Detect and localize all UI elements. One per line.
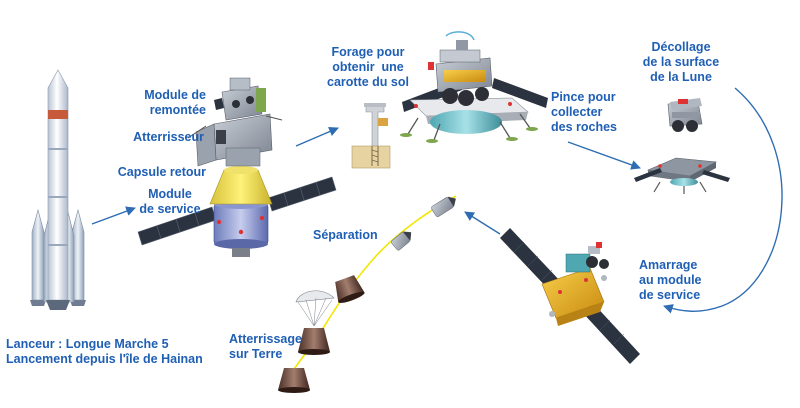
lander-panel-right (492, 78, 548, 108)
return-capsule-shroud (209, 166, 273, 205)
label-drilling: Forage pour obtenir une carotte du sol (327, 45, 409, 89)
label-lander: Atterrisseur (133, 130, 204, 144)
return-trajectory (278, 195, 457, 393)
arrow-stack-to-drill (295, 126, 339, 147)
label-claw: Pince pour collecter des roches (551, 90, 618, 134)
capsule-reentry (335, 275, 365, 303)
label-service-module: Module de service (139, 187, 201, 216)
lander-frame (187, 113, 283, 167)
capsule-landed (278, 368, 310, 393)
label-ascent-module: Module de remontée (144, 88, 206, 117)
rocket-flag-band (48, 110, 68, 119)
spacecraft-stack (137, 77, 337, 257)
stack-solar-panel-right (267, 176, 337, 212)
arrow-launch-to-stack (91, 206, 136, 225)
capsule-stage-2 (391, 231, 412, 251)
capsule-stage-1 (431, 196, 456, 217)
ascent-vehicle-takeoff (667, 98, 703, 132)
service-module (213, 199, 269, 257)
descent-stage-left-on-moon (634, 157, 730, 194)
long-march-5-rocket (30, 69, 86, 310)
flow-arrows (91, 87, 783, 314)
label-docking: Amarrage au module de service (639, 258, 702, 302)
drill-core-sampler (351, 103, 391, 169)
label-launcher: Lanceur : Longue Marche 5 Lancement depu… (6, 337, 203, 366)
label-separation: Séparation (313, 228, 378, 242)
booster-right (70, 208, 86, 306)
ascent-module (214, 77, 266, 121)
core-stage (46, 69, 70, 310)
label-takeoff: Décollage de la surface de la Lune (642, 40, 720, 84)
arrow-docking-to-return (464, 211, 501, 235)
arrow-ascent-to-docking (663, 87, 783, 314)
orbiter-panel-lower (582, 302, 640, 364)
arrow-claw-to-ascent (567, 141, 641, 170)
lander-on-moon (400, 31, 548, 143)
label-return-capsule: Capsule retour (117, 165, 206, 179)
orbiter-docking (500, 228, 640, 364)
label-landing: Atterrissage sur Terre (229, 332, 302, 361)
booster-left (30, 208, 46, 306)
parachute-capsule (295, 290, 335, 355)
